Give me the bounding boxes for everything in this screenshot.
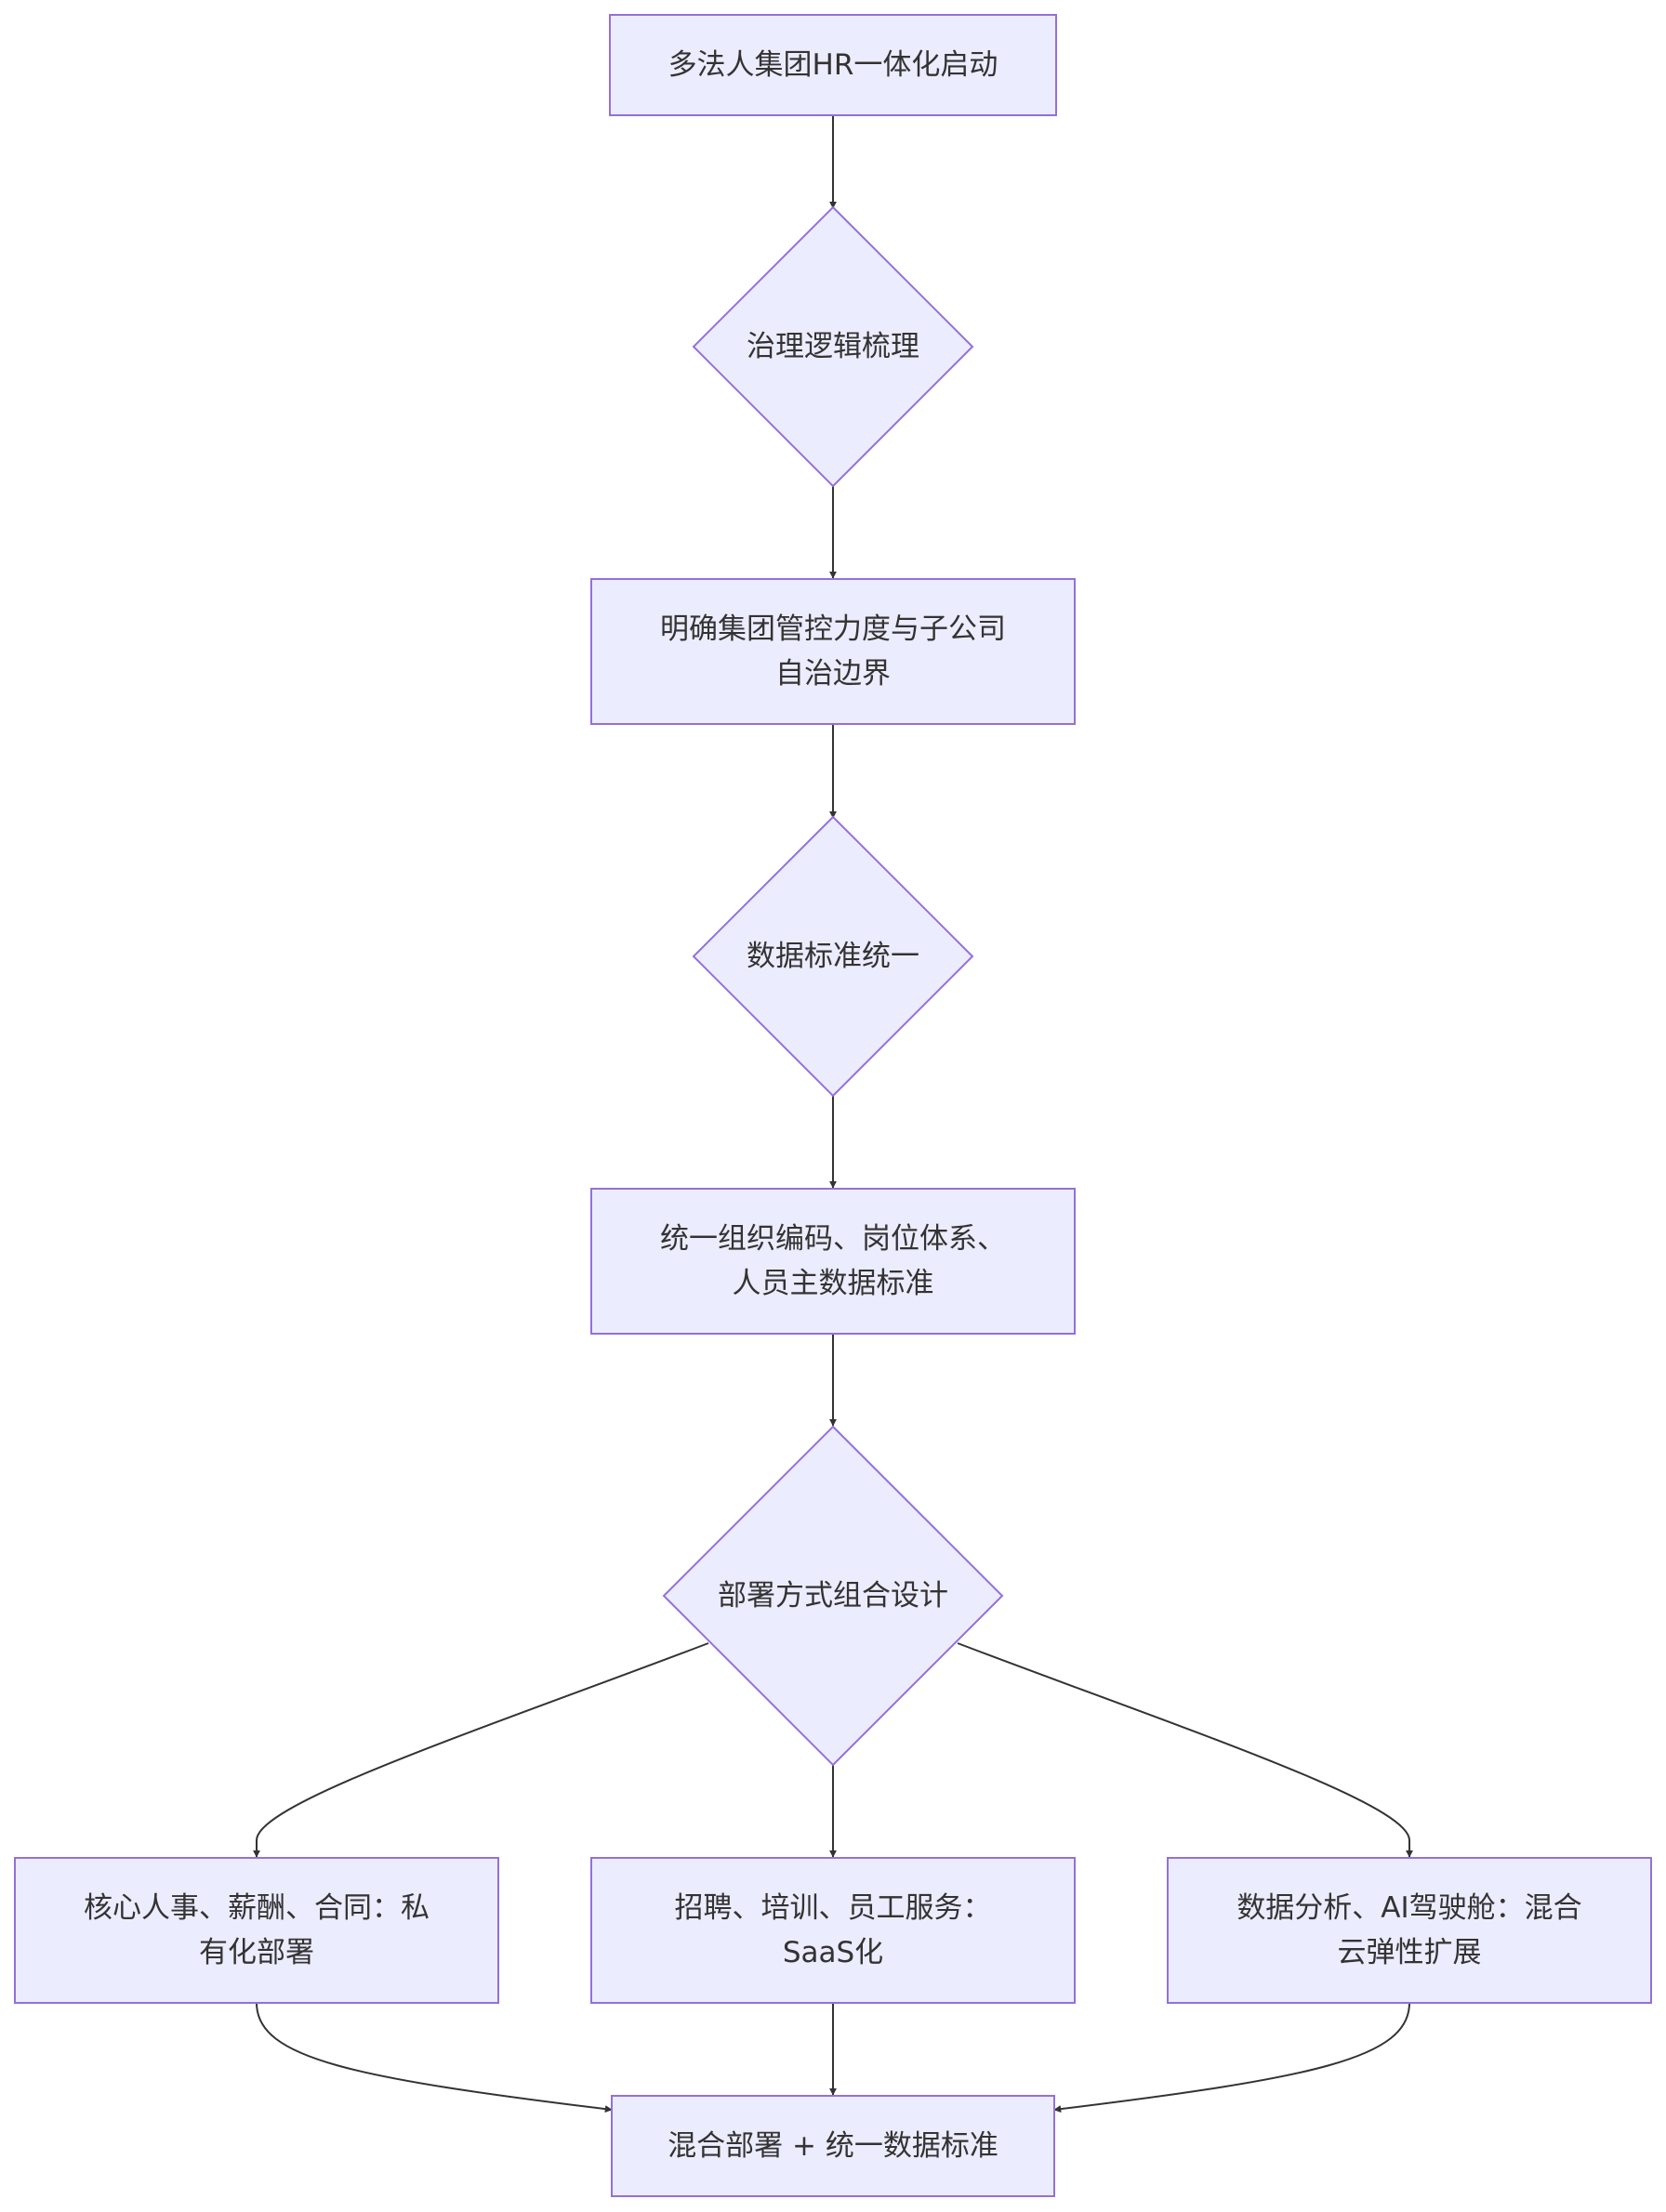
node-label-line: 统一组织编码、岗位体系、 — [660, 1222, 1006, 1256]
node-unify: 统一组织编码、岗位体系、人员主数据标准 — [590, 1188, 1076, 1335]
node-label-line: 有化部署 — [199, 1936, 314, 1969]
node-label-line: 混合部署 + 统一数据标准 — [668, 2129, 998, 2163]
node-label-line: 人员主数据标准 — [733, 1267, 934, 1300]
edges-layer — [253, 115, 1413, 2113]
edge-deploy-to-hybrid-cloud — [957, 1642, 1413, 1858]
edge-private-to-result — [256, 2002, 613, 2113]
node-label-line: 数据标准统一 — [747, 940, 919, 973]
node-label-line: SaaS化 — [783, 1936, 883, 1969]
node-governance: 治理逻辑梳理 — [692, 205, 974, 488]
node-label-line: 数据分析、AI驾驶舱：混合 — [1236, 1891, 1581, 1925]
process-box — [609, 14, 1057, 116]
node-label-line: 招聘、培训、员工服务： — [675, 1891, 992, 1925]
node-label-line: 核心人事、薪酬、合同：私 — [84, 1891, 430, 1925]
node-label-line: 多法人集团HR一体化启动 — [668, 48, 998, 82]
process-box — [1167, 1857, 1652, 2004]
process-box — [14, 1857, 499, 2004]
decision-diamond — [692, 815, 974, 1098]
node-start: 多法人集团HR一体化启动 — [609, 14, 1057, 116]
nodes-layer: 多法人集团HR一体化启动治理逻辑梳理明确集团管控力度与子公司自治边界数据标准统一… — [14, 14, 1652, 2197]
node-label-line: 云弹性扩展 — [1338, 1936, 1482, 1969]
node-label-line: 治理逻辑梳理 — [747, 330, 919, 363]
node-result: 混合部署 + 统一数据标准 — [611, 2095, 1055, 2197]
node-saas: 招聘、培训、员工服务： SaaS化 — [590, 1857, 1076, 2004]
node-label-line: 部署方式组合设计 — [718, 1579, 948, 1613]
process-box — [611, 2095, 1055, 2197]
decision-diamond — [662, 1425, 1004, 1767]
edge-deploy-to-private — [253, 1642, 709, 1858]
edge-hybrid-cloud-to-result — [1053, 2002, 1410, 2113]
node-label-line: 自治边界 — [775, 657, 891, 691]
node-data-std: 数据标准统一 — [692, 815, 974, 1098]
process-box — [590, 1188, 1076, 1335]
process-box — [590, 1857, 1076, 2004]
decision-diamond — [692, 205, 974, 488]
node-deploy: 部署方式组合设计 — [662, 1425, 1004, 1767]
process-box — [590, 578, 1076, 725]
node-label-line: 明确集团管控力度与子公司 — [660, 612, 1006, 646]
